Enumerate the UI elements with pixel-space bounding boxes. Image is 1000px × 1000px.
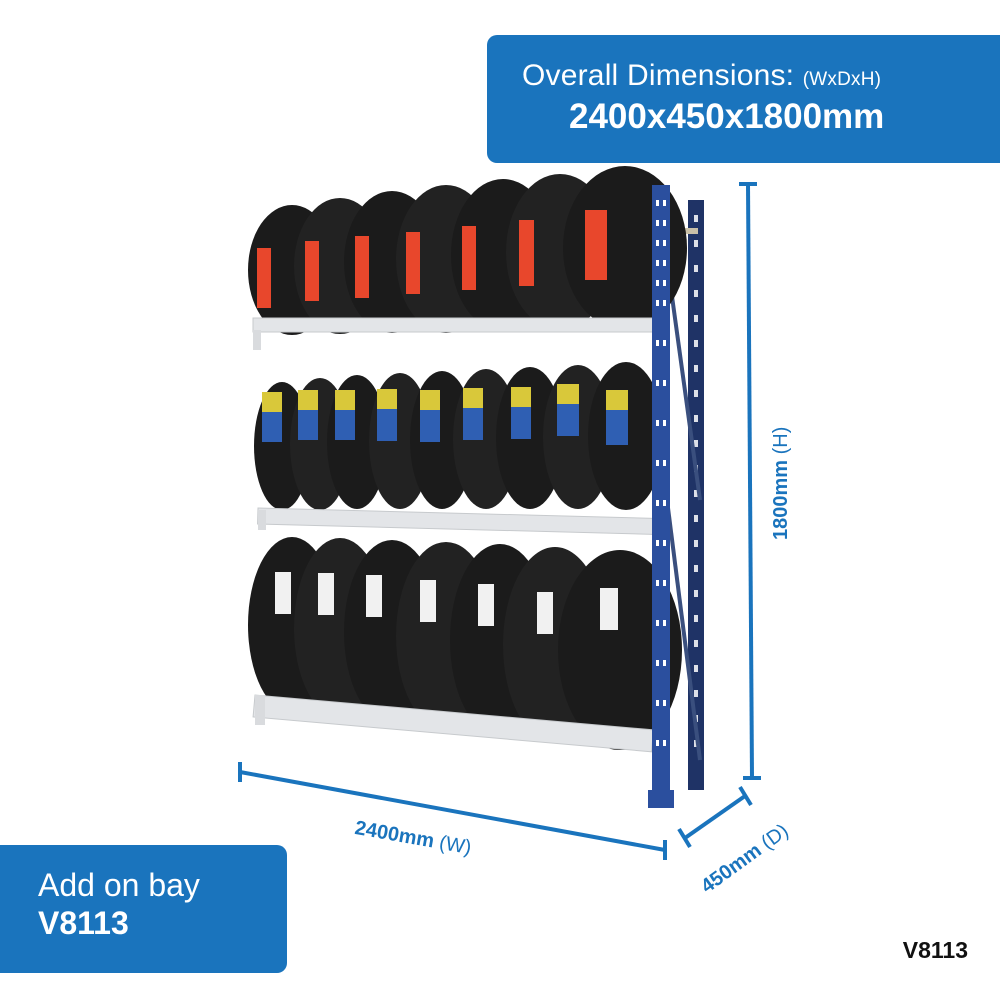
overall-dimensions-banner: Overall Dimensions: (WxDxH) 2400x450x180… xyxy=(487,35,1000,163)
middle-shelf-tires xyxy=(254,362,664,510)
depth-dimension-line xyxy=(677,785,753,849)
height-dimension-line xyxy=(739,182,761,780)
middle-shelf-beam xyxy=(257,507,659,535)
add-on-bay-label: Add on bay xyxy=(38,867,200,903)
overall-dimensions-title: Overall Dimensions: (WxDxH) xyxy=(522,59,881,93)
add-on-bay-code: V8113 xyxy=(38,905,129,941)
height-axis: (H) xyxy=(770,426,792,455)
top-shelf-tires xyxy=(248,166,687,335)
front-upright xyxy=(648,185,674,808)
overall-dimensions-suffix: (WxDxH) xyxy=(802,69,882,90)
overall-dimensions-label: Overall Dimensions: xyxy=(522,59,795,92)
product-code: V8113 xyxy=(902,937,968,963)
bottom-shelf-tires xyxy=(248,537,682,750)
width-axis: (W) xyxy=(437,831,474,860)
height-value: 1800mm xyxy=(770,459,792,540)
top-shelf-beam xyxy=(252,317,658,333)
height-dimension-label: 1800mm (H) xyxy=(770,427,793,540)
overall-dimensions-value: 2400x450x1800mm xyxy=(569,97,885,136)
width-dimension-line xyxy=(238,762,667,860)
add-on-bay-banner: Add on bay V8113 xyxy=(0,845,287,973)
